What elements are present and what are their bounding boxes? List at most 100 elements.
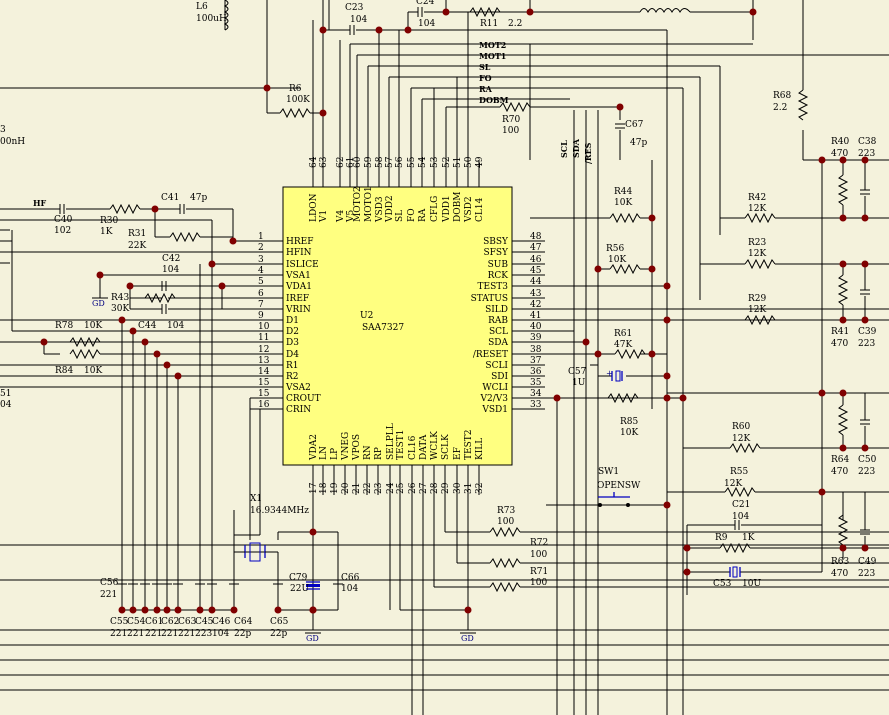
pin-number: 2 xyxy=(258,243,264,253)
junction-dot xyxy=(526,8,534,16)
junction-dot xyxy=(163,361,171,369)
chip-ref: U2 xyxy=(360,311,373,321)
component-value: 22p xyxy=(234,629,251,639)
pin-number: 26 xyxy=(408,482,418,494)
pin-name: CFLG xyxy=(430,196,440,222)
pin-number: 37 xyxy=(530,356,542,366)
component-ref: C45 xyxy=(195,617,214,627)
pin-name: VDA2 xyxy=(309,434,319,461)
pin-name: HFIN xyxy=(286,248,312,258)
component-value: 10U xyxy=(742,579,761,589)
pin-number: 62 xyxy=(336,157,346,168)
component-value: 12K xyxy=(748,204,766,214)
pin-number: 44 xyxy=(530,277,542,287)
component-ref: C24 xyxy=(416,0,435,7)
component-value: 10K xyxy=(620,428,638,438)
junction-dot xyxy=(679,394,687,402)
component-ref: C38 xyxy=(858,137,877,147)
pin-number: 45 xyxy=(530,266,542,276)
component-ref: R55 xyxy=(730,467,749,477)
component-ref: C55 xyxy=(110,617,129,627)
component-ref: C44 xyxy=(138,321,157,331)
component-value: 470 xyxy=(831,467,848,477)
component-ref: R78 xyxy=(55,321,74,331)
pin-name: VDD1 xyxy=(442,195,452,223)
pin-name: HREF xyxy=(286,237,313,247)
bus-label: FO xyxy=(479,73,492,83)
pin-name: VPOS xyxy=(352,434,362,461)
pin-number: 53 xyxy=(430,156,440,168)
pin-number: 9 xyxy=(258,311,264,321)
pin-number: 50 xyxy=(464,156,474,168)
component-ref: R60 xyxy=(732,422,751,432)
junction-dot xyxy=(309,606,317,614)
bus-label: MOT2 xyxy=(479,40,506,50)
pin-name: V1 xyxy=(319,210,329,223)
pin-number: 17 xyxy=(309,482,319,494)
pin-name: SCLI xyxy=(485,361,508,371)
vert-label: SDA xyxy=(571,138,581,158)
pin-name: CL14 xyxy=(475,197,485,222)
component-value: 10K xyxy=(608,255,626,265)
vert-label: /RES xyxy=(583,142,593,164)
component-value: 100 xyxy=(497,517,514,527)
component-value: 104 xyxy=(167,321,184,331)
pin-number: 12 xyxy=(258,345,269,355)
ground-label: GD xyxy=(92,299,105,308)
component-ref: C49 xyxy=(858,557,877,567)
bus-label: MOT1 xyxy=(479,51,506,61)
component-value: 223 xyxy=(858,149,875,159)
component-ref: R42 xyxy=(748,193,766,203)
pin-name: RN xyxy=(363,445,373,460)
pin-number: 51 xyxy=(453,157,463,168)
component-value: 47p xyxy=(630,138,647,148)
pin-name: RAB xyxy=(488,316,508,326)
pin-name: VSD1 xyxy=(481,405,508,415)
junction-dot xyxy=(163,606,171,614)
pin-name: D3 xyxy=(286,338,299,348)
pin-name: SUB xyxy=(488,260,509,270)
component-value: 223 xyxy=(858,339,875,349)
pin-name: CROUT xyxy=(286,394,321,404)
pin-number: 48 xyxy=(530,232,542,242)
pin-name: SBSY xyxy=(483,237,509,247)
junction-dot xyxy=(129,606,137,614)
pin-number: 31 xyxy=(464,483,474,494)
pin-number: 36 xyxy=(530,367,542,377)
pin-name: D2 xyxy=(286,327,299,337)
component-ref: C56 xyxy=(100,578,119,588)
inductor-symbol xyxy=(639,8,691,14)
component-ref: R68 xyxy=(773,91,792,101)
component-value: 223 xyxy=(195,629,212,639)
component-ref: R29 xyxy=(748,294,767,304)
component-value: 102 xyxy=(54,226,71,236)
component-value: 100uH xyxy=(196,14,227,24)
junction-dot xyxy=(594,350,602,358)
component-value: 22K xyxy=(128,241,146,251)
component-c44: C44 104 xyxy=(138,321,184,331)
pin-name: DATA xyxy=(419,434,429,460)
pin-number: 34 xyxy=(530,389,542,399)
svg-text:04: 04 xyxy=(0,400,12,410)
junction-dot xyxy=(582,338,590,346)
component-value: 470 xyxy=(831,569,848,579)
component-ref: R44 xyxy=(614,187,633,197)
junction-dot xyxy=(230,606,238,614)
pin-number: 54 xyxy=(418,156,428,168)
junction-dot xyxy=(861,156,869,164)
pin-number: 11 xyxy=(258,333,269,343)
junction-dot xyxy=(861,544,869,552)
edge-labels: 3 00nH 51 04 xyxy=(0,125,25,410)
